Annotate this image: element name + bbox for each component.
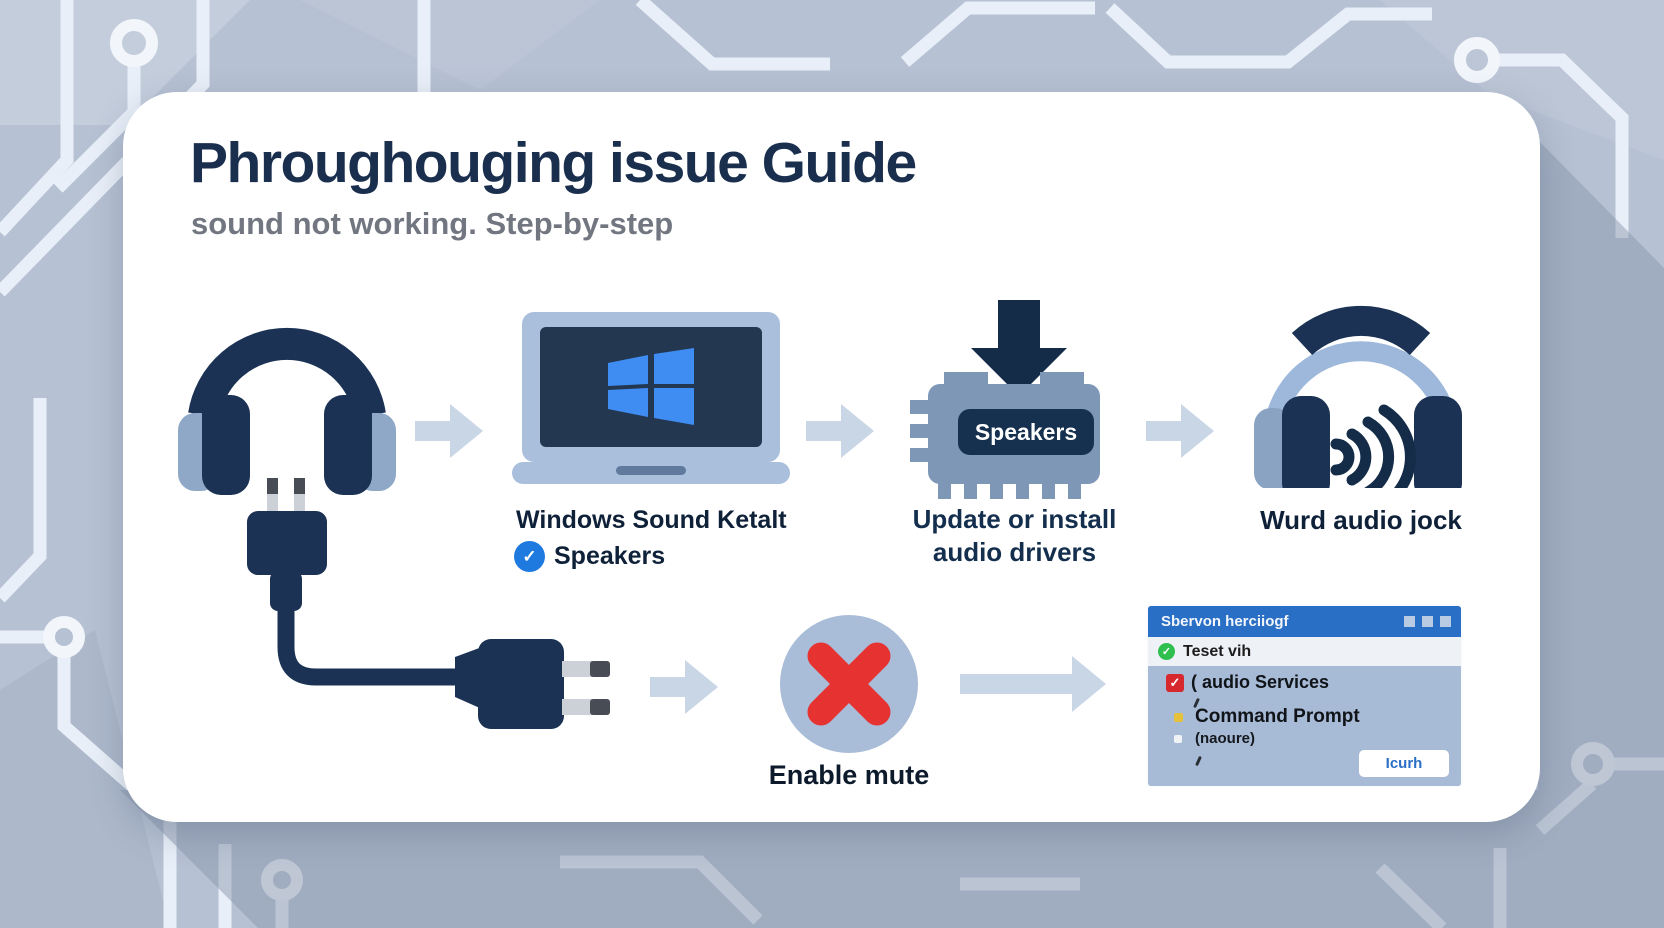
blue-check-icon: ✓ [514,541,545,572]
window-control-square-icon [1422,616,1433,627]
step-drivers-line2: audio drivers [932,537,1097,567]
checkbox-checked-icon: ✓ [1166,673,1184,692]
dialog-titlebar: Sbervon herciiogf [1148,606,1461,637]
dialog-status-text: Teset vih [1183,642,1252,660]
dialog-status-row: ✓ Teset vih [1148,637,1461,666]
dialog-item-command-prompt: Command Prompt [1174,706,1360,728]
driver-chip-icon [910,300,1100,499]
step-sound-label: Windows Sound Ketalt [516,506,787,534]
dialog-button: Icurh [1359,750,1449,777]
step-jack-label: Wurd audio jock [1260,505,1462,535]
sound-waves-icon [1330,404,1416,488]
headphones-plug-cable-icon [178,327,610,729]
tick-mark-icon [1195,755,1202,767]
white-bullet-icon [1174,734,1182,743]
flow-arrow-icon [415,404,483,458]
laptop-icon [512,312,790,484]
green-check-icon: ✓ [1158,643,1175,660]
dialog-item-label: Command Prompt [1195,706,1360,727]
step-drivers-label: Update or install audio drivers [872,503,1157,569]
page-title: Phroughouging issue Guide [190,131,917,195]
dialog-body: ✓ ( audio Services Command Prompt (naour… [1148,666,1461,786]
step-drivers-line1: Update or install [912,504,1117,534]
headphones-sound-icon [1254,306,1462,488]
window-controls-icon [1404,616,1451,627]
mute-x-badge [780,615,918,753]
dialog-item-label: ( audio Services [1191,672,1330,692]
dialog-item-third: (naoure) [1174,730,1255,747]
flow-arrow-long-icon [960,656,1106,712]
chip-label: Speakers [958,409,1094,455]
window-control-square-icon [1440,616,1451,627]
window-control-square-icon [1404,616,1415,627]
flow-arrow-icon [806,404,874,458]
step-mute-label: Enable mute [768,760,930,790]
dialog-item-label: (naoure) [1195,730,1255,747]
page-subtitle: sound not working. Step-by-step [191,206,674,241]
download-arrow-icon [971,300,1067,396]
step-sound-device-label: Speakers [554,542,666,570]
windows-logo-icon [608,348,694,425]
flow-arrow-icon [1146,404,1214,458]
flow-arrow-icon [650,660,718,714]
x-mark-icon [807,642,891,726]
dialog-item-audio-services: ✓ ( audio Services [1166,672,1329,693]
dialog-title: Sbervon herciiogf [1161,613,1289,630]
yellow-bullet-icon [1174,712,1183,722]
step-sound-device-row: ✓ Speakers [514,541,665,572]
services-dialog-window: Sbervon herciiogf ✓ Teset vih ✓ ( audio … [1146,604,1463,788]
